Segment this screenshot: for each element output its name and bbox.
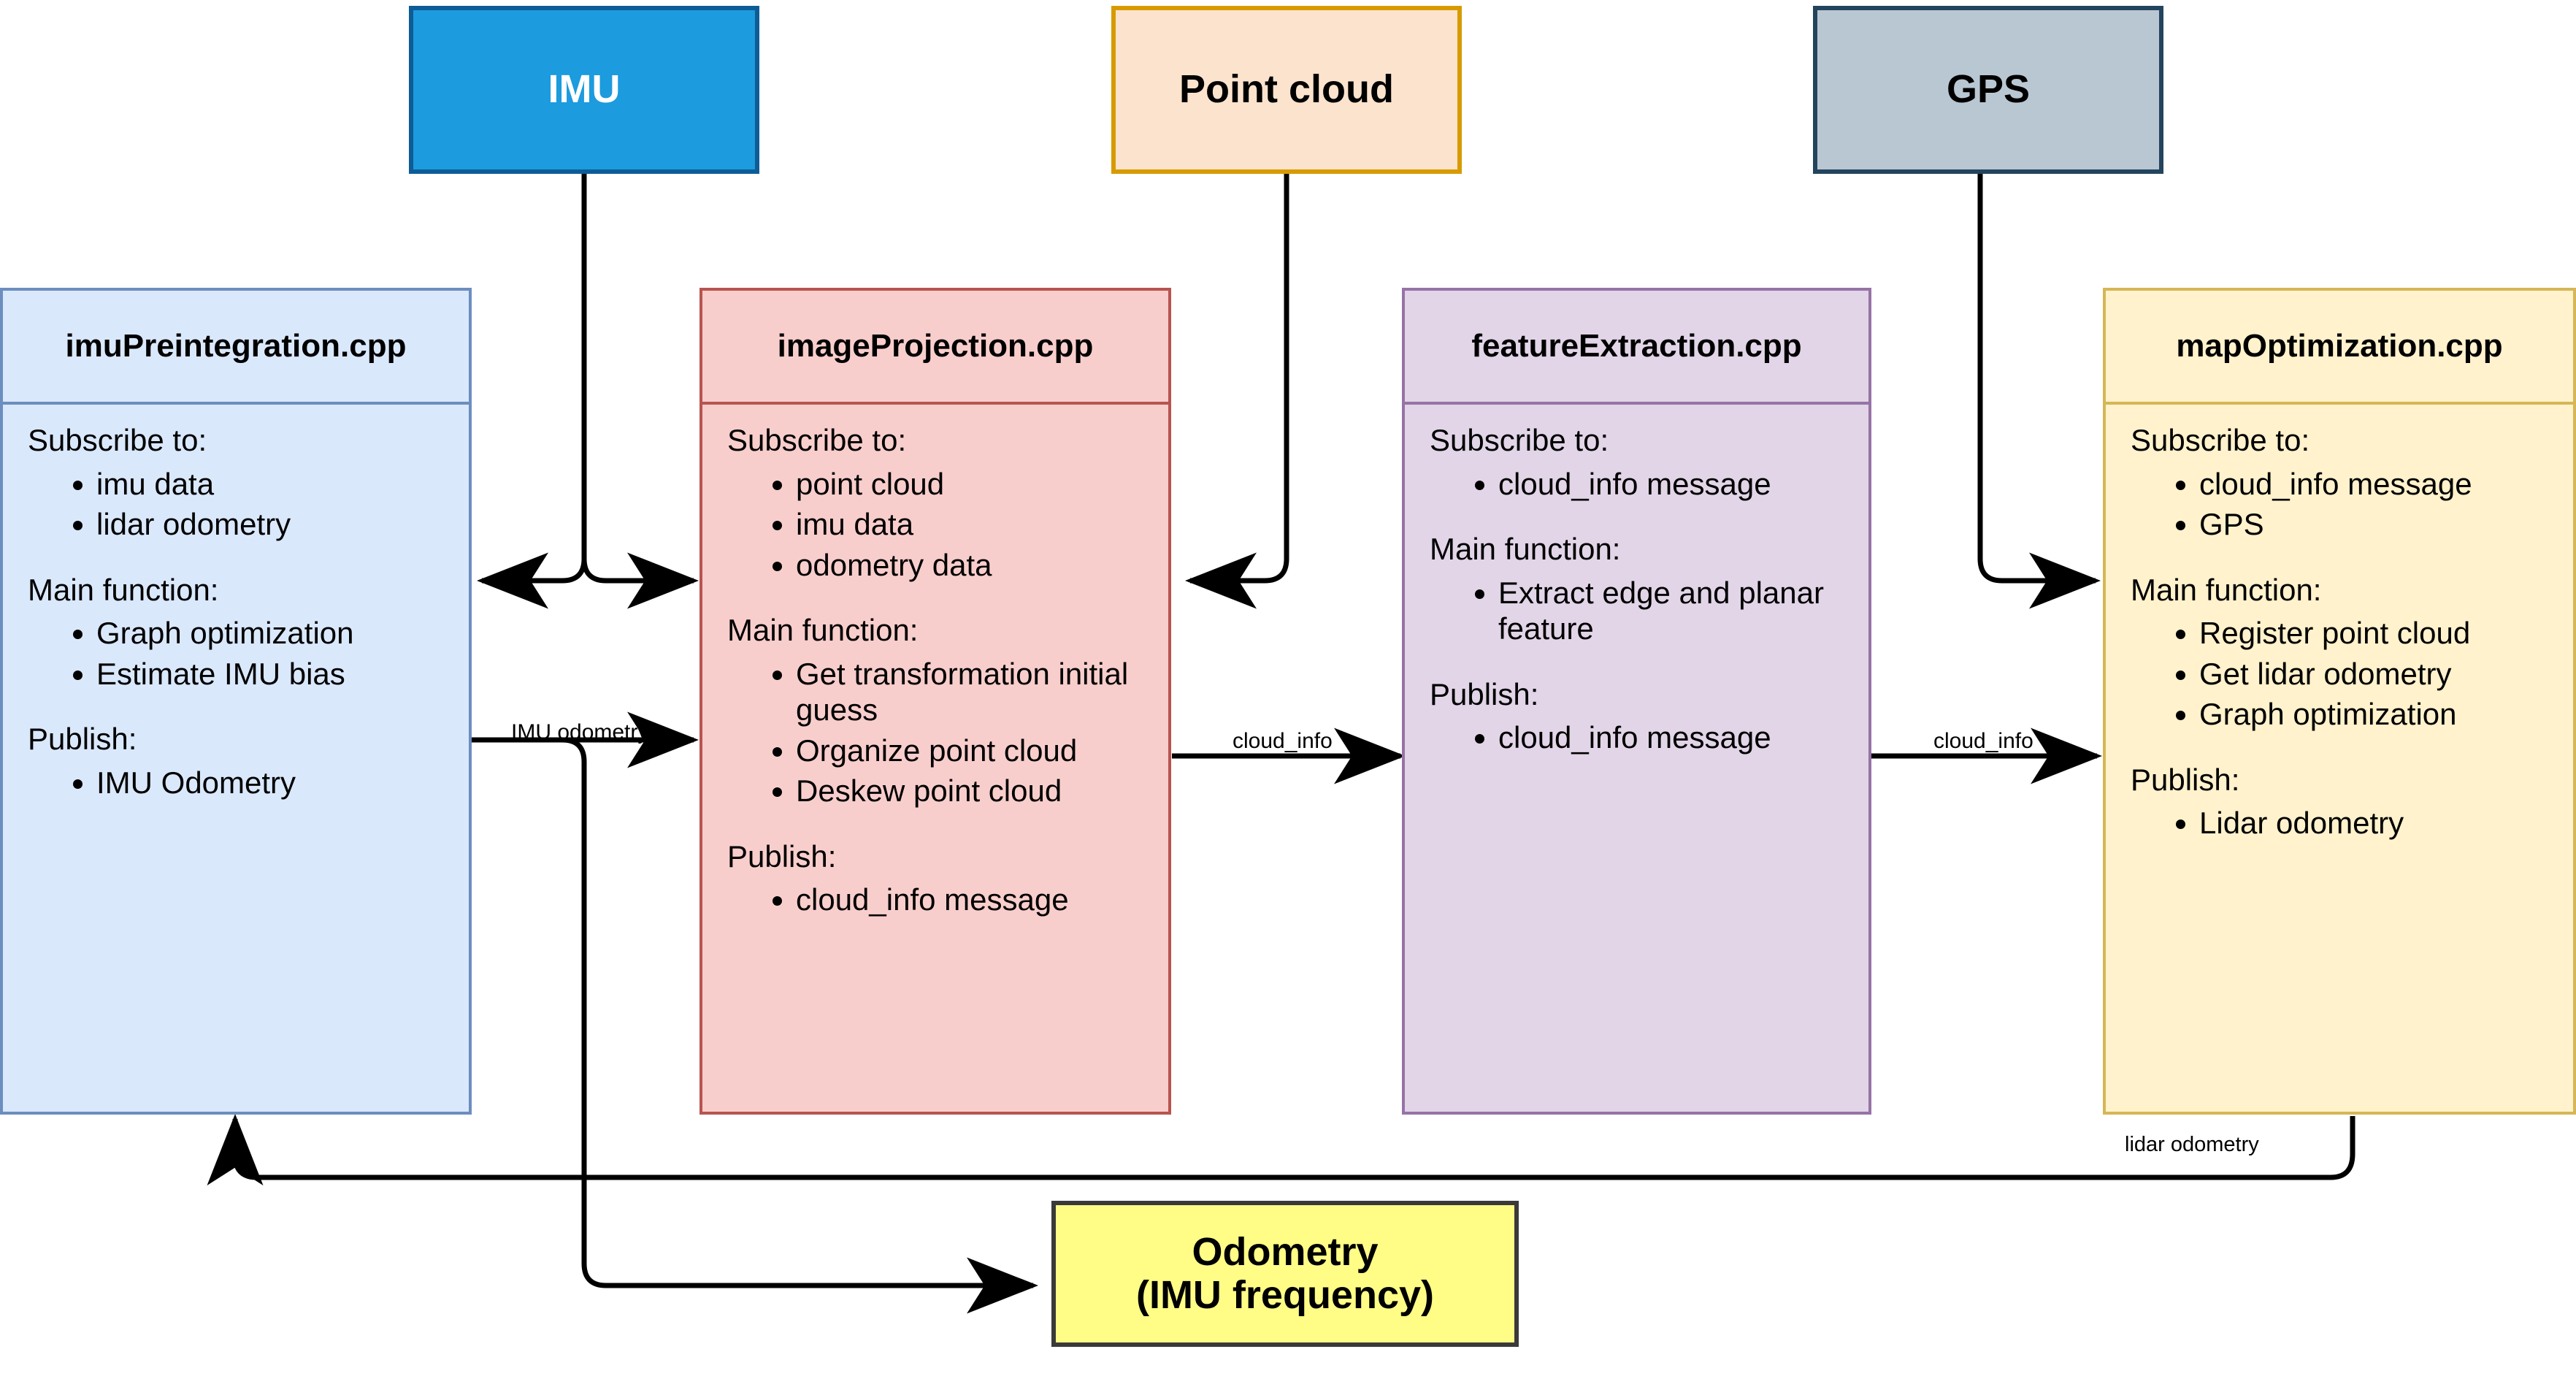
list-item: Register point cloud [2199, 615, 2573, 652]
list-item: point cloud [796, 466, 1168, 503]
list-item: Estimate IMU bias [96, 656, 469, 692]
section-list: imu data lidar odometry [3, 466, 469, 543]
section-list: Get transformation initial guess Organiz… [702, 656, 1168, 809]
sink-node-odometry[interactable]: Odometry (IMU frequency) [1051, 1201, 1519, 1347]
module-node-imageprojection[interactable]: imageProjection.cpp Subscribe to: point … [699, 288, 1171, 1115]
section-list: cloud_info message [702, 882, 1168, 918]
list-item: Extract edge and planar feature [1498, 575, 1868, 647]
list-item: cloud_info message [796, 882, 1168, 918]
edge-label-cloud-info-2: cloud_info [1933, 729, 2033, 753]
section-heading: Main function: [727, 613, 919, 648]
section-list: point cloud imu data odometry data [702, 466, 1168, 584]
module-title-imupreintegration: imuPreintegration.cpp [3, 291, 469, 405]
wire-pointcloud-to-imageprojection [1185, 174, 1289, 609]
section-list: Extract edge and planar feature [1405, 575, 1868, 647]
section-heading: Publish: [727, 839, 837, 874]
edge-label-lidar-odometry: lidar odometry [2125, 1133, 2259, 1156]
section-heading: Main function: [1430, 532, 1621, 567]
wire-imu-to-imupreintegration [477, 552, 587, 609]
section-list: IMU Odometry [3, 765, 469, 801]
list-item: cloud_info message [2199, 466, 2573, 503]
source-node-imu[interactable]: IMU [409, 6, 759, 174]
module-node-mapoptimization[interactable]: mapOptimization.cpp Subscribe to: cloud_… [2103, 288, 2576, 1115]
section-heading: Main function: [28, 572, 219, 607]
wire-imu-to-imageprojection [581, 552, 699, 609]
wire-imu-odometry-to-sink [472, 737, 1038, 1314]
list-item: imu data [796, 506, 1168, 543]
edge-label-imu-odometry: IMU odometry [511, 720, 649, 744]
module-title-mapoptimization: mapOptimization.cpp [2106, 291, 2573, 405]
module-body-imageprojection: Subscribe to: point cloud imu data odome… [702, 405, 1168, 1112]
section-list: Graph optimization Estimate IMU bias [3, 615, 469, 692]
section-heading: Publish: [28, 722, 137, 757]
list-item: Organize point cloud [796, 733, 1168, 769]
list-item: Lidar odometry [2199, 805, 2573, 841]
section-heading: Subscribe to: [1430, 423, 1609, 457]
sink-label-line1: Odometry [1192, 1229, 1379, 1274]
module-body-featureextraction: Subscribe to: cloud_info message Main fu… [1405, 405, 1868, 1112]
section-heading: Subscribe to: [2131, 423, 2310, 457]
section-list: Register point cloud Get lidar odometry … [2106, 615, 2573, 733]
list-item: Get transformation initial guess [796, 656, 1168, 728]
source-label-pointcloud: Point cloud [1179, 67, 1394, 112]
wire-mapoptimization-to-imupreintegration [207, 1114, 2355, 1185]
module-title-featureextraction: featureExtraction.cpp [1405, 291, 1868, 405]
edge-label-cloud-info-1: cloud_info [1233, 729, 1333, 753]
module-body-imupreintegration: Subscribe to: imu data lidar odometry Ma… [3, 405, 469, 1112]
list-item: odometry data [796, 547, 1168, 584]
source-label-gps: GPS [1946, 67, 2031, 112]
list-item: Graph optimization [2199, 696, 2573, 733]
section-heading: Publish: [1430, 676, 1539, 711]
section-list: cloud_info message [1405, 719, 1868, 756]
sink-label-line2: (IMU frequency) [1135, 1273, 1435, 1317]
list-item: cloud_info message [1498, 466, 1868, 503]
section-list: Lidar odometry [2106, 805, 2573, 841]
list-item: GPS [2199, 506, 2573, 543]
list-item: IMU Odometry [96, 765, 469, 801]
section-list: cloud_info message [1405, 466, 1868, 503]
section-heading: Main function: [2131, 572, 2322, 607]
list-item: Deskew point cloud [796, 773, 1168, 809]
source-node-pointcloud[interactable]: Point cloud [1111, 6, 1462, 174]
source-node-gps[interactable]: GPS [1813, 6, 2163, 174]
list-item: Graph optimization [96, 615, 469, 652]
module-title-imageprojection: imageProjection.cpp [702, 291, 1168, 405]
source-label-imu: IMU [548, 67, 621, 112]
list-item: Get lidar odometry [2199, 656, 2573, 692]
module-node-featureextraction[interactable]: featureExtraction.cpp Subscribe to: clou… [1402, 288, 1871, 1115]
module-body-mapoptimization: Subscribe to: cloud_info message GPS Mai… [2106, 405, 2573, 1112]
module-node-imupreintegration[interactable]: imuPreintegration.cpp Subscribe to: imu … [0, 288, 472, 1115]
wire-gps-to-mapoptimization [1977, 174, 2101, 609]
list-item: lidar odometry [96, 506, 469, 543]
section-heading: Subscribe to: [727, 423, 907, 457]
section-heading: Publish: [2131, 762, 2240, 797]
section-heading: Subscribe to: [28, 423, 207, 457]
list-item: imu data [96, 466, 469, 503]
section-list: cloud_info message GPS [2106, 466, 2573, 543]
list-item: cloud_info message [1498, 719, 1868, 756]
